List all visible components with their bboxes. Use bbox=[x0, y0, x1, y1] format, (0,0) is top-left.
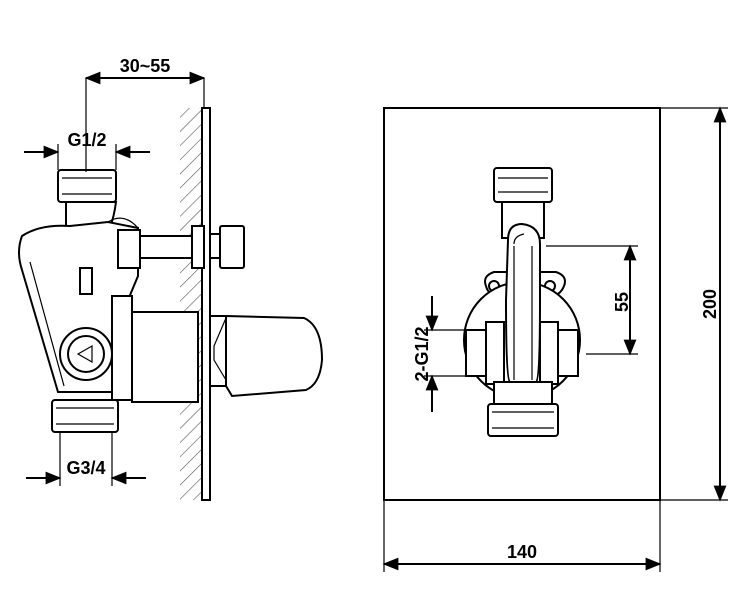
handle-lever bbox=[209, 314, 324, 398]
dim-inlet: G1/2 bbox=[24, 130, 150, 170]
dim-height-label: 200 bbox=[700, 289, 720, 319]
cover-plate-front bbox=[383, 107, 661, 501]
wall-hatch bbox=[180, 108, 202, 500]
dim-height: 200 bbox=[660, 106, 728, 502]
dim-center-label: 55 bbox=[612, 292, 632, 312]
side-view: 30~55 G1/2 G3/4 bbox=[18, 56, 324, 501]
dim-ports: 2-G1/2 bbox=[412, 296, 466, 412]
dim-inlet-label: G1/2 bbox=[67, 130, 106, 150]
dim-outlet-label: G3/4 bbox=[66, 458, 105, 478]
cover-plate-side bbox=[201, 107, 211, 501]
front-bottom-fitting bbox=[487, 381, 559, 437]
dim-ports-label: 2-G1/2 bbox=[412, 326, 432, 381]
cartridge-body bbox=[59, 295, 199, 403]
dim-width: 140 bbox=[382, 500, 662, 572]
bottom-outlet-fitting bbox=[51, 399, 119, 433]
diverter-knob bbox=[209, 225, 245, 269]
front-valve-body bbox=[463, 222, 581, 399]
dim-width-label: 140 bbox=[507, 542, 537, 562]
front-view: 55 2-G1/2 200 140 bbox=[382, 106, 728, 572]
dim-depth-label: 30~55 bbox=[120, 56, 171, 76]
dim-depth: 30~55 bbox=[84, 56, 206, 172]
dim-center: 55 bbox=[546, 244, 638, 356]
dim-outlet: G3/4 bbox=[26, 432, 146, 486]
